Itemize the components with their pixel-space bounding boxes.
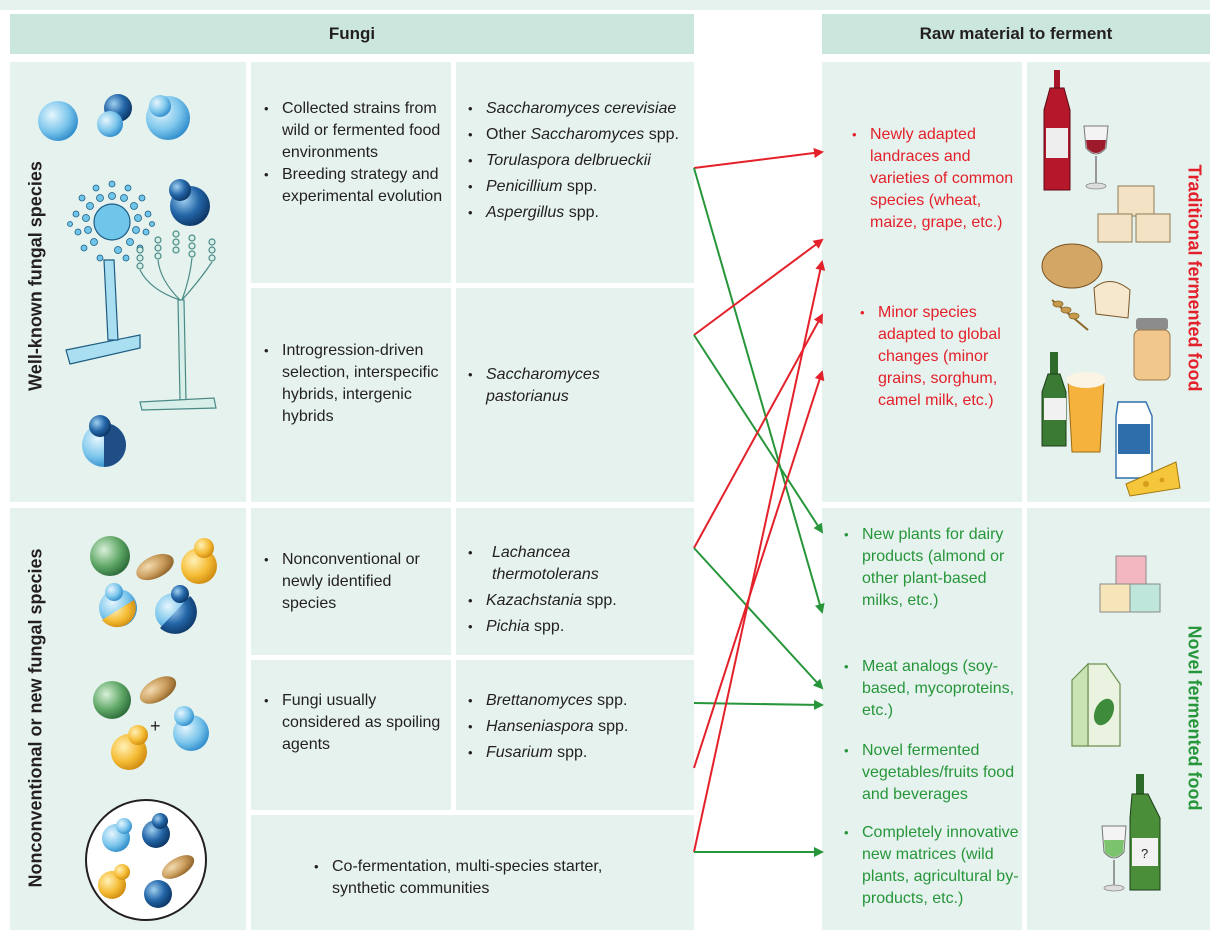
cheese-wedge-icon [1125,461,1181,497]
strategy-item: Co-fermentation, multi-species starter, … [314,856,662,900]
yellow-cell-icon [111,725,148,770]
yellow-cell-icon [181,538,217,584]
oval-cell-icon [136,553,174,581]
novel-item-text: Completely innovative new matrices (wild… [844,822,1022,910]
hybrid-cell-icon [155,585,197,634]
oval-cell-icon [139,676,177,704]
traditional-item-1: Newly adapted landraces and varieties of… [850,124,1020,234]
hybrid-cell-icon [99,583,137,628]
arrow-red [693,238,824,336]
milk-carton-icon [1115,401,1153,479]
species-item: Saccharomyces cerevisiae [468,98,692,120]
species-item: Torulaspora delbrueckii [468,150,692,172]
strategy-cell-1: Collected strains from wild or fermented… [262,98,446,208]
green-cell-icon [93,681,131,719]
novel-item-text: Meat analogs (soy-based, mycoproteins, e… [844,656,1022,722]
novel-item-4: Completely innovative new matrices (wild… [842,822,1022,910]
species-item: Aspergillus spp. [468,202,692,224]
fungi-header: Fungi [10,14,694,54]
cheese-cubes-icon [1097,185,1171,243]
plant-cubes-icon [1099,555,1161,613]
arrow-red [693,260,826,853]
species-cell-1: Saccharomyces cerevisiae Other Saccharom… [466,98,692,228]
novel-item-text: Novel fermented vegetables/fruits food a… [844,740,1022,806]
plus-sign: + [150,716,161,736]
species-cell-3: Lachancea thermotolerans Kazachstania sp… [466,542,666,642]
beer-glass-icon [1066,372,1106,453]
species-item: Other Saccharomyces spp. [468,124,692,146]
plant-milk-carton-icon [1071,662,1121,747]
arrow-red [693,370,825,769]
novel-wine-glass-icon [1101,825,1127,892]
penicillium-icon [136,230,217,411]
arrow-green [693,547,824,690]
wine-glass-icon [1083,125,1109,190]
species-item: Saccharomyces pastorianus [468,364,666,408]
species-item: Penicillium spp. [468,176,692,198]
species-cell-2: Saccharomyces pastorianus [466,364,666,412]
species-item: Lachancea thermotolerans [468,542,666,586]
yeast-cell-icon [38,101,78,141]
novel-item-1: New plants for dairy products (almond or… [842,524,1022,612]
dividing-yeast-icon [82,415,126,467]
top-strip [0,0,1210,10]
community-icon [85,799,207,921]
question-mark: ? [1141,846,1148,861]
strategy-item: Breeding strategy and experimental evolu… [264,164,446,208]
strategy-cell-2: Introgression-driven selection, interspe… [262,340,446,428]
arrow-green [693,167,825,614]
traditional-item-2: Minor species adapted to global changes … [858,302,1018,412]
species-item: Pichia spp. [468,616,666,638]
raw-material-header: Raw material to ferment [822,14,1210,54]
beer-bottle-icon [1041,352,1067,447]
strategy-cell-5: Co-fermentation, multi-species starter, … [312,856,662,900]
strategy-item: Introgression-driven selection, interspe… [264,340,446,428]
traditional-item-text: Minor species adapted to global changes … [860,302,1018,412]
novel-wine-bottle-icon [1129,774,1161,891]
arrow-green [693,699,824,710]
strategy-item: Fungi usually considered as spoiling age… [264,690,446,756]
strategy-cell-4: Fungi usually considered as spoiling age… [262,690,446,756]
blue-cell-icon [173,706,209,751]
wine-bottle-icon [1043,70,1071,191]
jar-icon [1133,318,1171,381]
bread-icon [1041,243,1131,319]
wheat-icon [1051,299,1089,331]
species-item: Brettanomyces spp. [468,690,666,712]
arrow-red [693,148,824,169]
strategy-item: Nonconventional or newly identified spec… [264,549,446,615]
green-cell-icon [90,536,130,576]
novel-item-3: Novel fermented vegetables/fruits food a… [842,740,1022,806]
strategy-item: Collected strains from wild or fermented… [264,98,446,164]
arrow-red [693,313,823,549]
species-item: Hanseniaspora spp. [468,716,666,738]
novel-item-text: New plants for dairy products (almond or… [844,524,1022,612]
strategy-cell-3: Nonconventional or newly identified spec… [262,549,446,615]
species-cell-4: Brettanomyces spp. Hanseniaspora spp. Fu… [466,690,666,768]
traditional-item-text: Newly adapted landraces and varieties of… [852,124,1020,234]
yeast-cell-icon [97,94,132,137]
novel-item-2: Meat analogs (soy-based, mycoproteins, e… [842,656,1022,722]
species-item: Kazachstania spp. [468,590,666,612]
aspergillus-icon [65,180,155,365]
species-item: Fusarium spp. [468,742,666,764]
